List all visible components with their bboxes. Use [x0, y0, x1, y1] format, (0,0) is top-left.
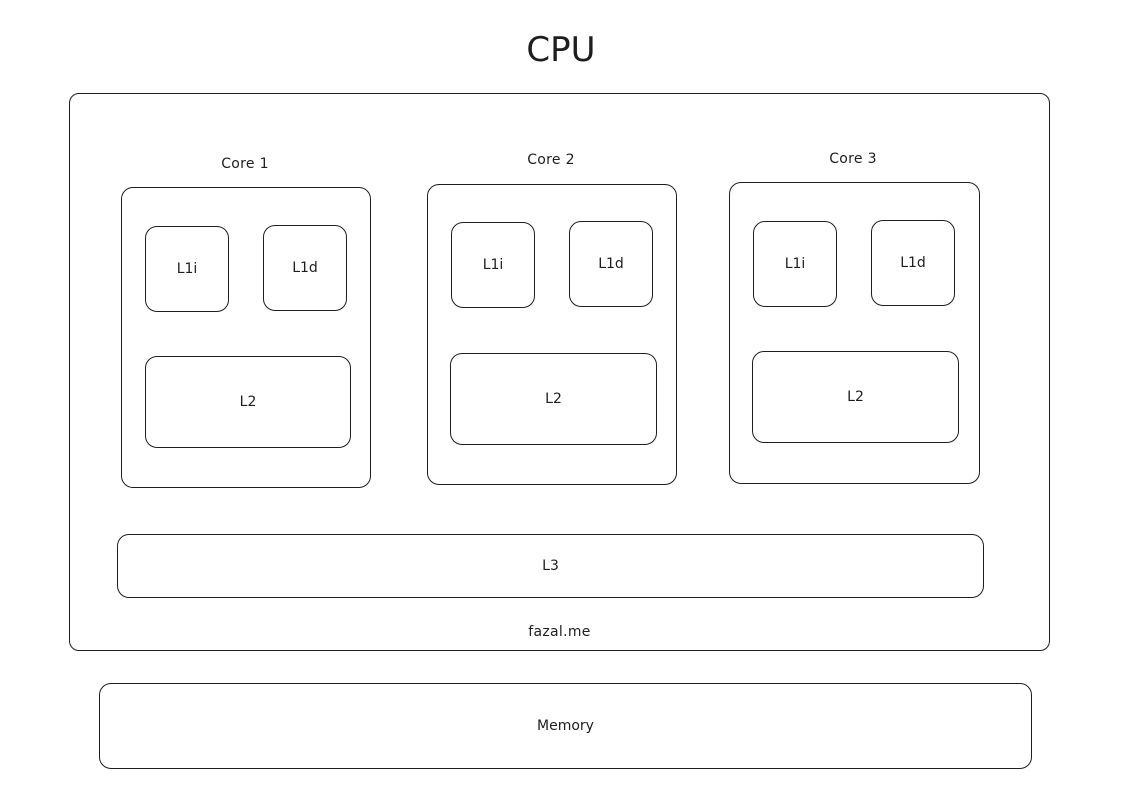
watermark-text: fazal.me — [528, 624, 591, 640]
memory-label: Memory — [537, 718, 594, 734]
core-3-l2-cache: L2 — [752, 351, 959, 443]
l3-cache: L3 — [117, 534, 984, 598]
cpu-box — [69, 93, 1050, 651]
core-2-l1d-label: L1d — [598, 256, 624, 272]
core-1-l2-label: L2 — [239, 394, 257, 410]
memory-box: Memory — [99, 683, 1032, 769]
cpu-title: CPU — [526, 30, 596, 70]
core-1-l1d-label: L1d — [292, 260, 318, 276]
core-3-l1d-cache: L1d — [871, 220, 955, 306]
core-1-l1i-cache: L1i — [145, 226, 229, 312]
l3-label: L3 — [542, 558, 559, 574]
core-2-l2-cache: L2 — [450, 353, 657, 445]
core-1-label: Core 1 — [221, 156, 269, 172]
core-3-label: Core 3 — [829, 151, 877, 167]
core-1-l1d-cache: L1d — [263, 225, 347, 311]
core-3-l1d-label: L1d — [900, 255, 926, 271]
core-1-l2-cache: L2 — [145, 356, 351, 448]
core-2-l2-label: L2 — [545, 391, 562, 407]
core-3-box — [729, 182, 980, 484]
core-1-box — [121, 187, 371, 488]
core-3-l1i-label: L1i — [784, 256, 806, 272]
core-2-l1i-cache: L1i — [451, 222, 535, 308]
core-1-l1i-label: L1i — [176, 261, 198, 277]
core-2-label: Core 2 — [527, 152, 575, 168]
core-3-l1i-cache: L1i — [753, 221, 837, 307]
core-2-l1d-cache: L1d — [569, 221, 653, 307]
core-2-l1i-label: L1i — [482, 257, 504, 273]
core-2-box — [427, 184, 677, 485]
core-3-l2-label: L2 — [847, 389, 864, 405]
